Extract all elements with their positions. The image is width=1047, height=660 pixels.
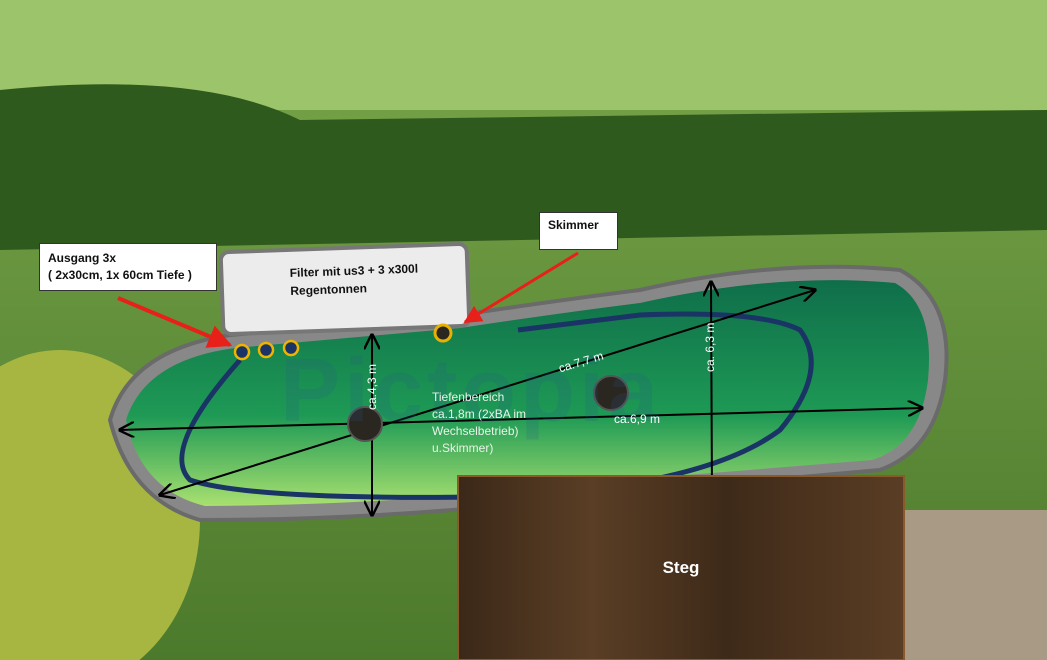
outlet-icons <box>233 339 300 361</box>
deck-label: Steg <box>662 558 700 577</box>
hedge <box>0 84 1047 251</box>
outlet-star-icon <box>282 339 300 357</box>
width-right-label: ca. 6,3 m <box>703 322 717 372</box>
outlet-star-icon <box>233 343 251 361</box>
bottom-drain-2 <box>593 375 629 411</box>
deep-zone-line1: Tiefenbereich <box>432 390 505 404</box>
width-left-label: ca.4,3 m <box>365 363 379 410</box>
soil <box>900 510 1047 660</box>
deck <box>457 475 905 660</box>
outlet-callout-line2: ( 2x30cm, 1x 60cm Tiefe ) <box>48 268 192 282</box>
deep-zone-line4: u.Skimmer) <box>432 441 494 455</box>
outlet-pointer-arrow <box>117 296 233 348</box>
deep-zone-line2: ca.1,8m (2xBA im <box>432 407 527 421</box>
width-right-arrow <box>711 282 712 500</box>
outlet-callout: Ausgang 3x ( 2x30cm, 1x 60cm Tiefe ) <box>39 243 217 291</box>
watermark: Pictopia <box>280 341 663 441</box>
skimmer-callout: Skimmer <box>539 212 618 250</box>
skimmer-icon <box>433 323 453 343</box>
bottom-drain-1 <box>347 406 383 442</box>
skimmer-pointer-arrow <box>463 251 579 324</box>
deep-zone-label: Tiefenbereich ca.1,8m (2xBA im Wechselbe… <box>432 389 526 457</box>
length-arrow <box>120 408 922 430</box>
length-label: ca.6,9 m <box>614 412 661 426</box>
outlet-callout-line1: Ausgang 3x <box>48 251 117 265</box>
deep-zone-line3: Wechselbetrieb) <box>432 424 519 438</box>
outlet-star-icon <box>257 341 275 359</box>
